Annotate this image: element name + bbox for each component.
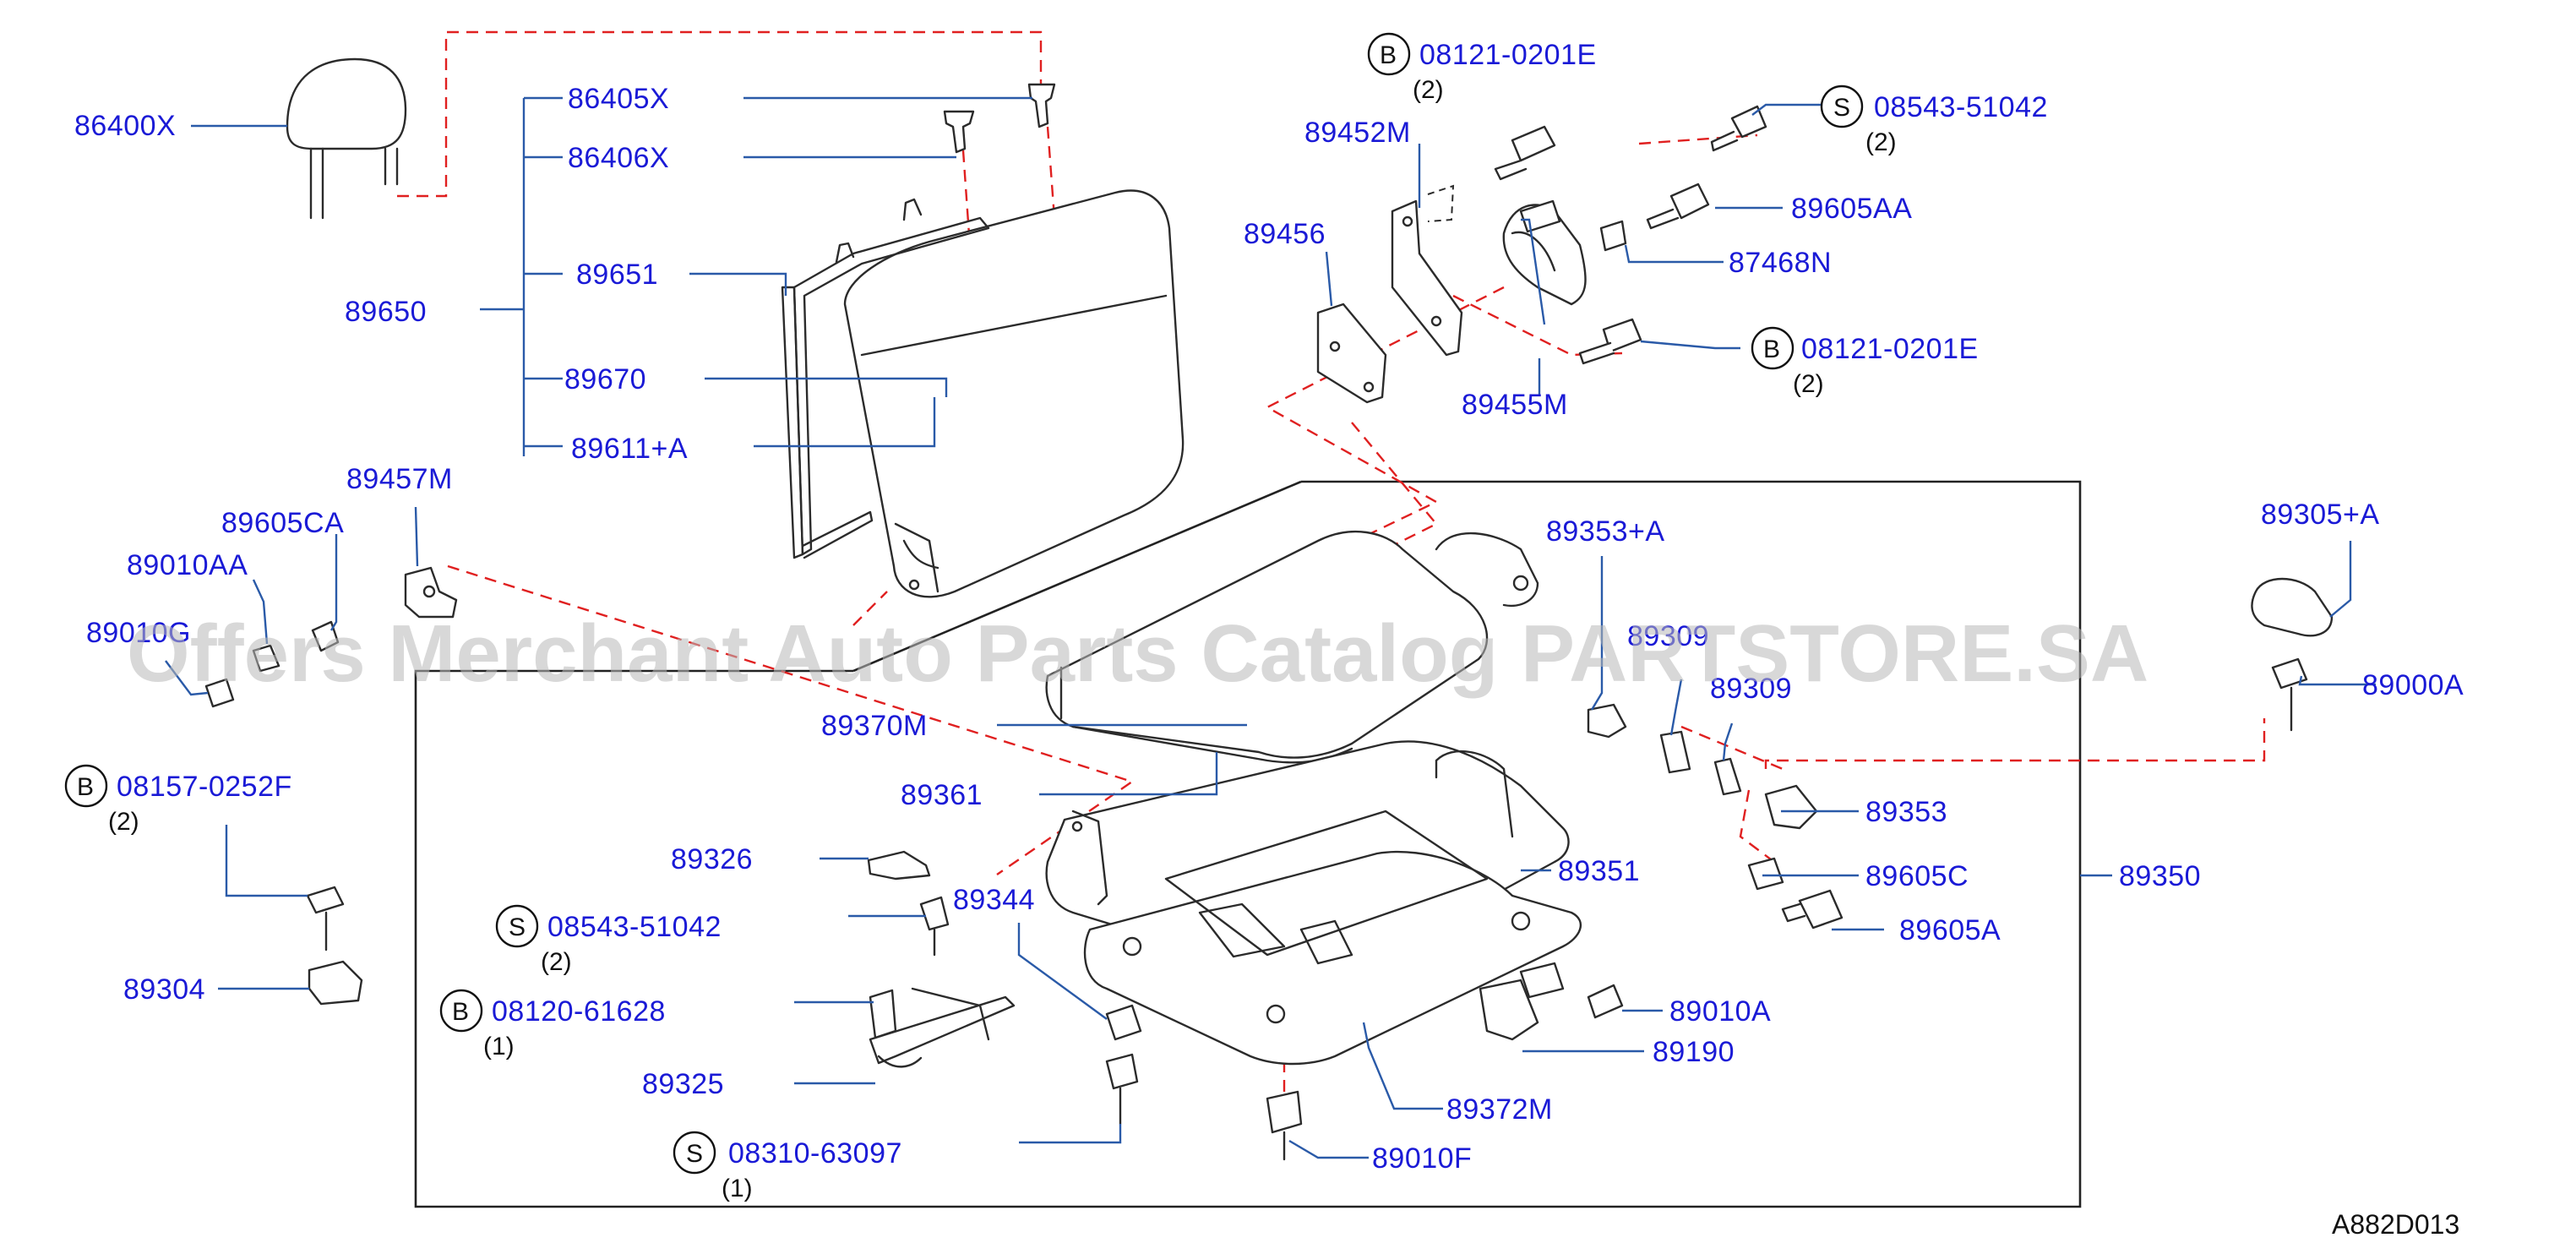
label-89670[interactable]: 89670 bbox=[564, 363, 646, 395]
label-89351[interactable]: 89351 bbox=[1558, 855, 1640, 887]
fastener-callout-1[interactable]: B 08121-0201E (2) bbox=[1367, 32, 1597, 104]
badge-letter: B bbox=[452, 998, 469, 1026]
fastener-qty: (2) bbox=[1865, 128, 1897, 156]
fastener-qty: (1) bbox=[722, 1175, 753, 1202]
fastener-callout-7[interactable]: S 08310-63097 (1) bbox=[673, 1131, 902, 1202]
label-89010AA[interactable]: 89010AA bbox=[127, 549, 248, 581]
b-badge bbox=[1367, 32, 1411, 76]
label-89605A[interactable]: 89605A bbox=[1899, 914, 2001, 946]
fastener-callout-6[interactable]: B 08120-61628 (1) bbox=[439, 989, 666, 1060]
label-89361[interactable]: 89361 bbox=[901, 779, 983, 811]
label-89651[interactable]: 89651 bbox=[576, 259, 658, 291]
label-89325[interactable]: 89325 bbox=[642, 1068, 724, 1100]
fastener-callout-2[interactable]: S 08543-51042 (2) bbox=[1820, 85, 2048, 156]
watermark-text: Offers Merchant Auto Parts Catalog PARTS… bbox=[127, 608, 2148, 699]
label-89455M[interactable]: 89455M bbox=[1462, 389, 1568, 421]
fastener-pn: 08120-61628 bbox=[492, 995, 666, 1028]
label-89456[interactable]: 89456 bbox=[1244, 218, 1326, 250]
label-89010G[interactable]: 89010G bbox=[86, 617, 191, 649]
label-89605AA[interactable]: 89605AA bbox=[1791, 193, 1912, 225]
label-89372M[interactable]: 89372M bbox=[1446, 1093, 1553, 1126]
group-frame bbox=[414, 480, 2082, 1208]
label-89309-upper[interactable]: 89309 bbox=[1627, 620, 1709, 652]
label-86405X[interactable]: 86405X bbox=[568, 83, 669, 115]
fastener-pn: 08121-0201E bbox=[1419, 39, 1597, 71]
label-89326[interactable]: 89326 bbox=[671, 843, 753, 875]
leader-lines bbox=[165, 96, 2376, 1159]
seat-frame-illustration bbox=[1045, 740, 1582, 1066]
label-86406X[interactable]: 86406X bbox=[568, 142, 669, 174]
seat-back-illustration bbox=[781, 189, 1185, 598]
fastener-pn: 08121-0201E bbox=[1801, 333, 1979, 365]
badge-letter: B bbox=[1763, 335, 1780, 363]
badge-letter: B bbox=[77, 773, 94, 801]
fastener-callout-3[interactable]: B 08121-0201E (2) bbox=[1751, 326, 1979, 398]
fastener-callout-5[interactable]: S 08543-51042 (2) bbox=[495, 904, 722, 976]
badge-letter: S bbox=[686, 1140, 703, 1168]
label-89353[interactable]: 89353 bbox=[1865, 796, 1947, 828]
label-86400X[interactable]: 86400X bbox=[74, 110, 176, 142]
label-89605C[interactable]: 89605C bbox=[1865, 860, 1969, 892]
bolts-right-illustration bbox=[1494, 105, 1767, 365]
fastener-pn: 08543-51042 bbox=[1874, 91, 2048, 123]
s-badge bbox=[1820, 85, 1864, 128]
fastener-qty: (2) bbox=[541, 948, 572, 976]
small-parts-left-illustration bbox=[204, 566, 1624, 1161]
label-89309-lower[interactable]: 89309 bbox=[1710, 673, 1792, 705]
label-89650[interactable]: 89650 bbox=[345, 296, 427, 328]
seat-cushion-illustration bbox=[1045, 530, 1539, 764]
b-badge bbox=[439, 989, 483, 1033]
label-89605CA[interactable]: 89605CA bbox=[221, 507, 344, 539]
label-89010A[interactable]: 89010A bbox=[1669, 995, 1771, 1028]
label-89452M[interactable]: 89452M bbox=[1304, 117, 1411, 149]
fastener-pn: 08310-63097 bbox=[728, 1137, 902, 1169]
badge-letter: S bbox=[1833, 94, 1850, 122]
label-89305A[interactable]: 89305+A bbox=[2261, 499, 2380, 531]
label-89350[interactable]: 89350 bbox=[2119, 860, 2201, 892]
diagram-code: A882D013 bbox=[2332, 1209, 2459, 1240]
label-89611A[interactable]: 89611+A bbox=[571, 433, 688, 465]
label-89000A[interactable]: 89000A bbox=[2362, 669, 2464, 701]
b-badge bbox=[64, 764, 108, 808]
s-badge bbox=[495, 904, 539, 948]
label-89457M[interactable]: 89457M bbox=[346, 463, 453, 495]
label-89190[interactable]: 89190 bbox=[1653, 1036, 1735, 1068]
fastener-callout-4[interactable]: B 08157-0252F (2) bbox=[64, 764, 292, 836]
b-badge bbox=[1751, 326, 1794, 370]
label-89010F[interactable]: 89010F bbox=[1372, 1142, 1472, 1175]
fastener-qty: (2) bbox=[1413, 76, 1444, 104]
fastener-pn: 08543-51042 bbox=[547, 911, 722, 943]
label-89304[interactable]: 89304 bbox=[123, 973, 205, 1006]
fastener-qty: (2) bbox=[108, 808, 139, 836]
hinge-brackets-illustration bbox=[1316, 184, 1587, 404]
fastener-pn: 08157-0252F bbox=[117, 771, 292, 803]
fastener-qty: (2) bbox=[1793, 370, 1824, 398]
fastener-qty: (1) bbox=[483, 1033, 515, 1060]
part-labels: 86400X 86405X 86406X 89651 89650 89670 8… bbox=[74, 83, 2464, 1175]
label-89344[interactable]: 89344 bbox=[953, 884, 1035, 916]
label-87468N[interactable]: 87468N bbox=[1729, 247, 1832, 279]
headrest-illustration bbox=[286, 57, 407, 220]
label-89353A[interactable]: 89353+A bbox=[1546, 515, 1665, 548]
label-89370M[interactable]: 89370M bbox=[821, 710, 928, 742]
badge-letter: B bbox=[1380, 41, 1397, 69]
s-badge bbox=[673, 1131, 716, 1175]
badge-letter: S bbox=[509, 913, 526, 941]
small-parts-right-illustration bbox=[1587, 577, 2334, 930]
headrest-guide-illustration bbox=[943, 83, 1056, 154]
